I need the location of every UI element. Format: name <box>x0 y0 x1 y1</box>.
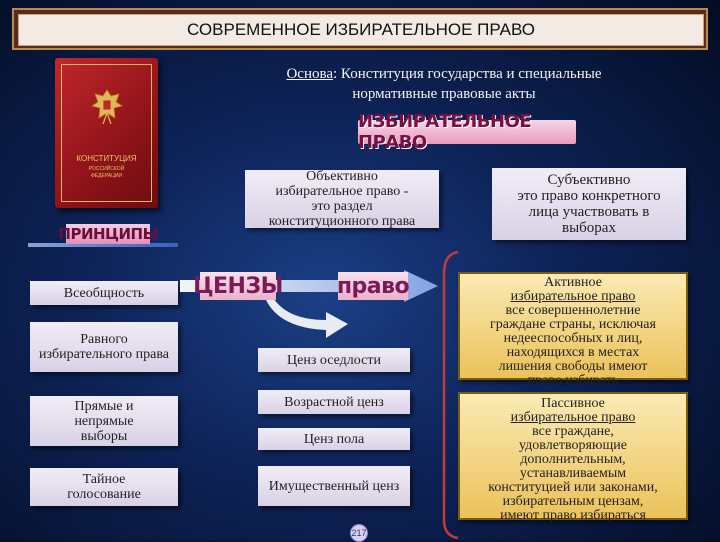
izbiratelnoe-pravo-banner: ИЗБИРАТЕЛЬНОЕ ПРАВО <box>358 111 576 153</box>
coat-of-arms-icon <box>91 89 123 125</box>
active-right-box: Активное избирательное право все соверше… <box>458 272 688 388</box>
principles-banner: ПРИНЦИПЫ <box>58 224 158 244</box>
active-line3: недееспособных и лиц, <box>503 331 643 346</box>
passive-line7: имеют право избираться <box>500 508 646 523</box>
passive-line3: дополнительным, <box>520 452 626 467</box>
active-line5: лишения свободы имеют <box>498 359 648 374</box>
arrows-graphic <box>180 270 438 338</box>
principle-equal: Равного избирательного права <box>30 322 178 372</box>
title-bar: СОВРЕМЕННОЕ ИЗБИРАТЕЛЬНОЕ ПРАВО <box>12 8 708 50</box>
subjective-line4: выборах <box>562 220 616 236</box>
passive-line6: избирательным цензам, <box>502 494 644 509</box>
book-subtitle-1: РОССИЙСКОЙ <box>88 166 125 172</box>
principle-direct: Прямые и непрямые выборы <box>30 396 178 446</box>
principles-divider <box>28 243 178 247</box>
page-title: СОВРЕМЕННОЕ ИЗБИРАТЕЛЬНОЕ ПРАВО <box>18 14 704 46</box>
census-gender: Ценз пола <box>258 428 410 450</box>
principle-secret: Тайное голосование <box>30 468 178 506</box>
osnova-label: Основа <box>286 66 334 82</box>
bracket-icon <box>442 250 459 540</box>
pravo-banner: право <box>336 272 410 300</box>
active-line2: граждане страны, исключая <box>490 317 656 332</box>
subjective-line2: это право конкретного <box>517 188 661 204</box>
objective-line2: избирательное право - <box>275 184 409 199</box>
constitution-book-image: КОНСТИТУЦИЯ РОССИЙСКОЙ ФЕДЕРАЦИИ <box>55 58 158 208</box>
active-line6: право избирать <box>527 373 619 388</box>
passive-line2: удовлетворяющие <box>519 438 627 453</box>
objective-box: Объективно избирательное право - это раз… <box>245 169 439 229</box>
osnova-text-line2: нормативные правовые акты <box>352 86 536 102</box>
passive-right-box: Пассивное избирательное право все гражда… <box>458 392 688 523</box>
subjective-line1: Субъективно <box>547 172 631 188</box>
subjective-line3: лица участвовать в <box>528 204 650 220</box>
active-line4: находящихся в местах <box>506 345 640 360</box>
passive-line5: конституцией или законами, <box>488 480 658 495</box>
passive-line1: все граждане, <box>532 424 614 439</box>
census-residence: Ценз оседлости <box>258 348 410 372</box>
subjective-box: Субъективно это право конкретного лица у… <box>492 168 686 240</box>
census-property: Имущественный ценз <box>258 466 410 506</box>
osnova-text: Основа: Конституция государства и специа… <box>234 64 654 104</box>
objective-line4: конституционного права <box>268 214 416 229</box>
page-number: 217 <box>350 524 368 542</box>
passive-heading1: Пассивное <box>541 396 605 411</box>
right-arrow-icon <box>180 270 438 302</box>
objective-line3: это раздел <box>311 199 373 214</box>
censuses-banner: ЦЕНЗЫ <box>193 272 283 300</box>
book-title: КОНСТИТУЦИЯ <box>76 154 137 163</box>
active-heading1: Активное <box>544 275 602 290</box>
census-age: Возрастной ценз <box>258 390 410 414</box>
active-line1: все совершеннолетние <box>505 303 641 318</box>
book-subtitle-2: ФЕДЕРАЦИИ <box>90 173 123 179</box>
book-frame <box>61 64 152 202</box>
objective-line1: Объективно <box>306 169 378 184</box>
osnova-text-line1: : Конституция государства и специальные <box>333 66 602 82</box>
principle-universality: Всеобщность <box>30 281 178 305</box>
curved-arrow-icon <box>266 296 348 338</box>
active-heading2: избирательное право <box>510 289 636 304</box>
passive-heading2: избирательное право <box>510 410 636 425</box>
passive-line4: устанавливаемым <box>519 466 627 481</box>
